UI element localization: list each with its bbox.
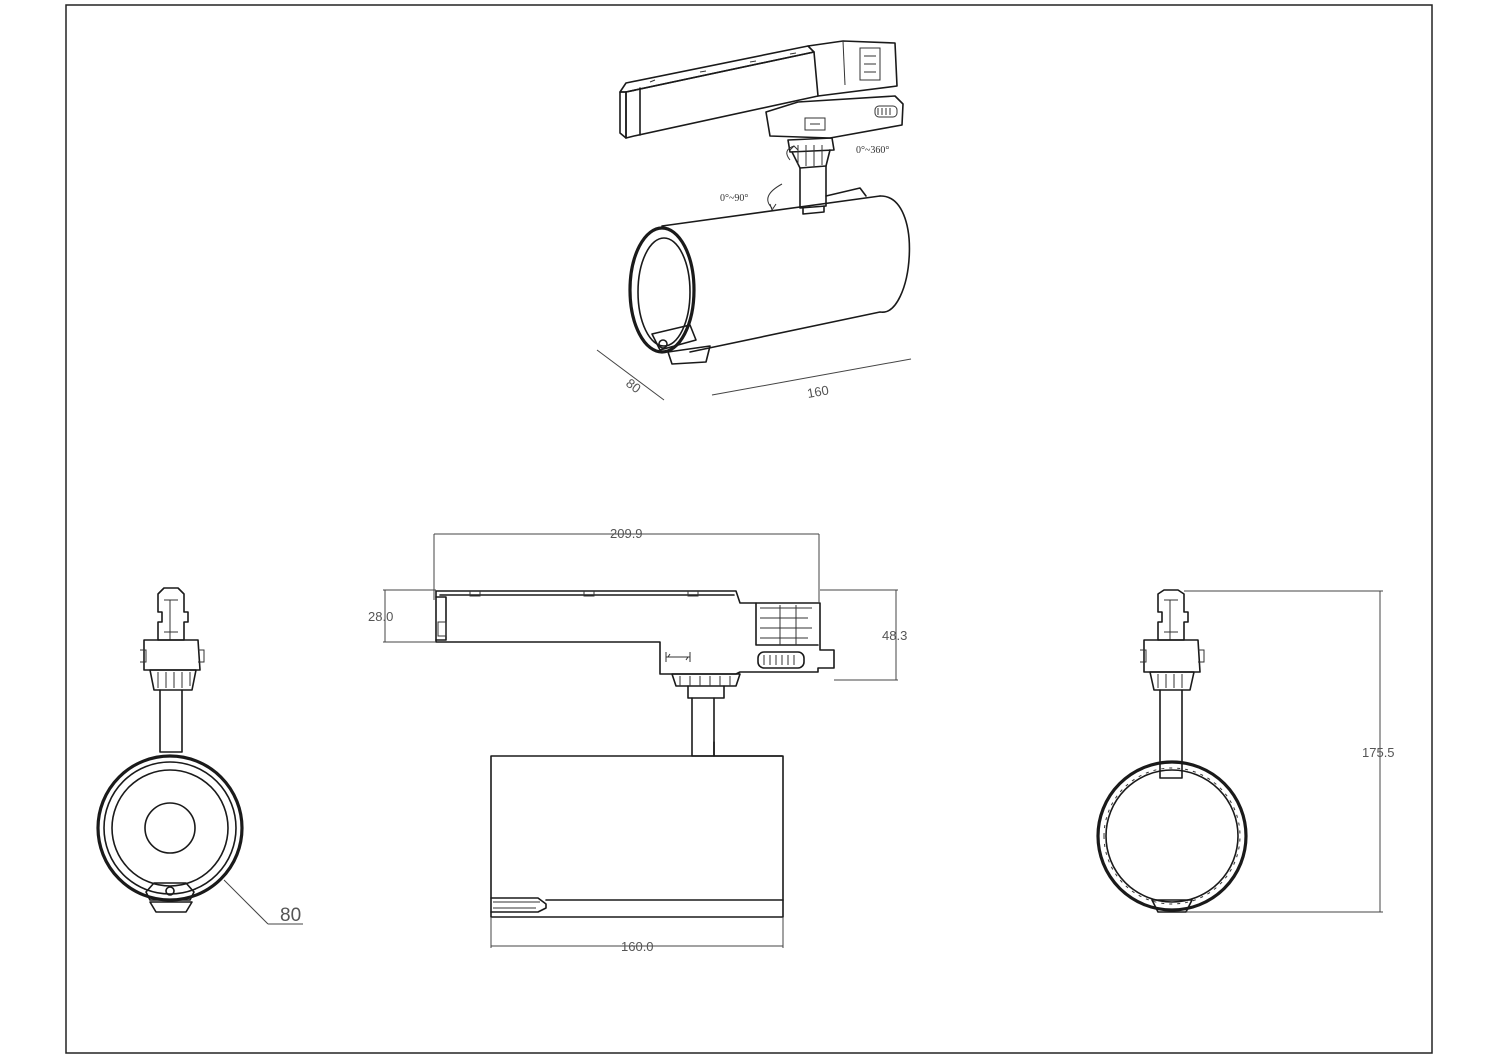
diameter-label: 80 (280, 905, 301, 926)
rotation-arrow-icon (786, 145, 795, 161)
iso-cylinder-head (628, 195, 911, 365)
drawing-frame (65, 4, 1433, 1054)
body-length-dimension: 160.0 (490, 917, 784, 954)
iso-track-adapter (619, 40, 904, 139)
front-track-adapter (435, 590, 835, 675)
left-adapter (140, 587, 205, 753)
left-round-head (96, 754, 244, 913)
isometric-view: 0°~360° 0°~90° 80 160 (596, 40, 912, 401)
body-length-label: 160.0 (621, 939, 654, 954)
total-height-label: 175.5 (1362, 745, 1395, 760)
right-end-view: 175.5 (1096, 589, 1395, 913)
adapter-height-dimension: 28.0 (368, 589, 436, 643)
rotation-range-label: 0°~360° (856, 145, 889, 156)
front-width-dimension: 209.9 (433, 526, 820, 603)
iso-length-label: 160 (806, 382, 830, 401)
front-view: 209.9 28.0 48.3 160.0 (368, 526, 907, 954)
head-height-dimension: 48.3 (820, 589, 907, 681)
right-height-dimension: 175.5 (1184, 590, 1395, 913)
left-diameter-dimension: 80 (223, 879, 303, 926)
iso-depth-label: 80 (623, 375, 644, 396)
right-round-head (1096, 760, 1248, 913)
adapter-height-label: 28.0 (368, 609, 393, 624)
tilt-range-label: 0°~90° (720, 193, 748, 204)
head-height-label: 48.3 (882, 628, 907, 643)
front-cylinder-body (490, 755, 784, 918)
left-end-view: 80 (96, 587, 303, 926)
front-swivel-stem (671, 673, 783, 757)
iso-depth-dimension-line (596, 349, 665, 401)
right-adapter (1140, 589, 1205, 779)
iso-length-dimension-line (711, 358, 912, 396)
front-width-label: 209.9 (610, 526, 643, 541)
